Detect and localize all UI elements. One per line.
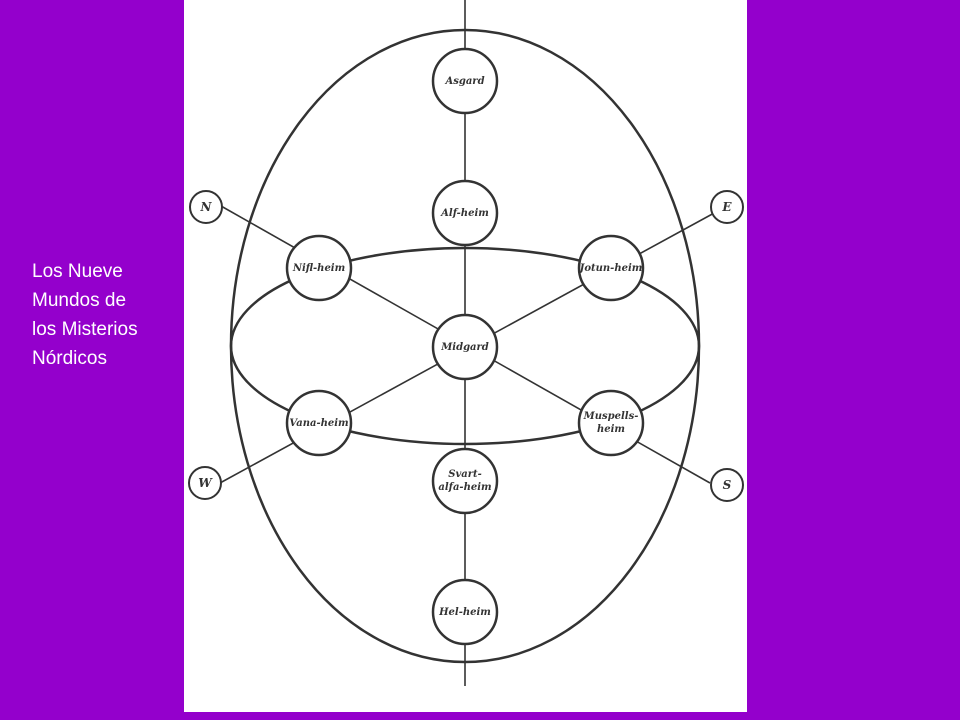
world-asgard-label: Asgard <box>444 76 484 87</box>
world-niflheim: Nifl-heim <box>285 234 353 302</box>
world-svartalfaheim-label-line-2: alfa-heim <box>438 482 491 493</box>
diagram-caption: Los Nueve Mundos de los Misterios Nórdic… <box>32 257 177 373</box>
direction-n: N <box>189 190 223 224</box>
caption-line-3: los Misterios <box>32 319 138 340</box>
world-vanaheim-label: Vana-heim <box>289 418 348 429</box>
world-jotunheim: Jotun-heim <box>578 234 645 302</box>
direction-w-label: W <box>198 476 213 490</box>
direction-n-label: N <box>200 200 213 214</box>
world-svartalfaheim-label-line-1: Svart- <box>448 469 482 480</box>
world-asgard: Asgard <box>431 47 499 115</box>
caption-line-1: Los Nueve <box>32 261 123 282</box>
world-helheim-label: Hel-heim <box>438 607 491 618</box>
diagram-panel: N E W S Asgard Alf-heim Nifl-heim <box>184 0 747 712</box>
world-svartalfaheim: Svart- alfa-heim <box>431 447 499 515</box>
nine-worlds-diagram: N E W S Asgard Alf-heim Nifl-heim <box>188 0 744 686</box>
world-niflheim-label: Nifl-heim <box>292 263 345 274</box>
direction-w: W <box>188 466 222 500</box>
direction-e: E <box>710 190 744 224</box>
direction-e-label: E <box>721 200 732 214</box>
world-muspellsheim-label-line-1: Muspells- <box>583 411 639 422</box>
world-muspellsheim: Muspells- heim <box>577 389 645 457</box>
world-midgard-label: Midgard <box>440 342 489 353</box>
world-jotunheim-label: Jotun-heim <box>578 263 643 274</box>
world-midgard: Midgard <box>431 313 499 381</box>
world-alfheim: Alf-heim <box>431 179 499 247</box>
direction-s-label: S <box>723 478 732 492</box>
world-vanaheim: Vana-heim <box>285 389 353 457</box>
caption-line-4: Nórdicos <box>32 348 107 369</box>
direction-s: S <box>710 468 744 502</box>
world-muspellsheim-label-line-2: heim <box>597 424 625 435</box>
world-helheim: Hel-heim <box>431 578 499 646</box>
world-alfheim-label: Alf-heim <box>440 208 489 219</box>
caption-line-2: Mundos de <box>32 290 127 311</box>
